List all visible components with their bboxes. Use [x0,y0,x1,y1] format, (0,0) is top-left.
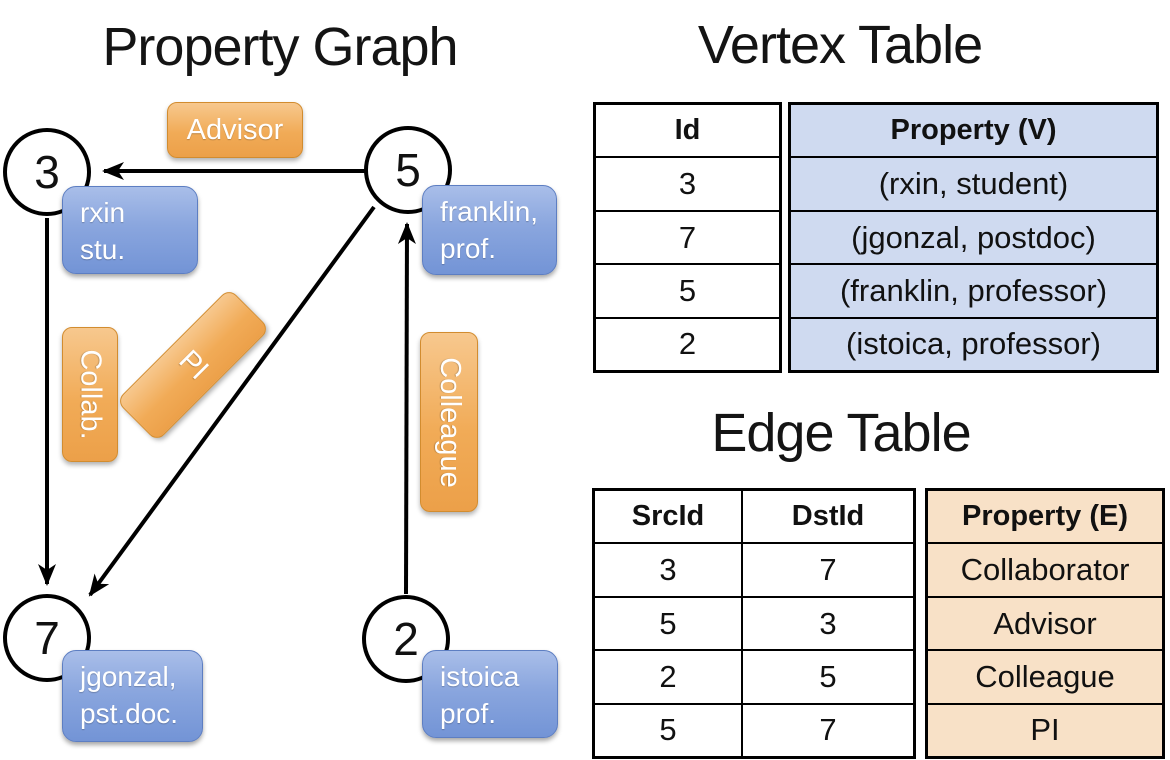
edge-table-dst-cell: 7 [819,552,837,588]
edge-label-colleague: Colleague [420,332,478,512]
vertex-property-line: pst.doc. [80,697,179,729]
node-label: 5 [395,144,421,196]
node-label: 2 [393,613,419,665]
vertex-property-line: franklin, [440,196,539,227]
edge-table-property-cell: PI [1030,712,1060,748]
edge-table-row: 2 5 [595,651,913,705]
edge-table-row: 3 7 [595,544,913,598]
vertex-table-id-cell: 5 [596,265,779,319]
vertex-property-line: prof. [440,697,497,729]
edge-table-dst-cell: 3 [819,605,837,641]
edge-table-property-header: Property (E) [928,491,1162,545]
vertex-table-id-cell: 3 [596,158,779,212]
edge-table-dstid-header: DstId [791,500,865,533]
edge-table-src-cell: 2 [595,651,743,703]
vertex-property-box-franklin: franklin, prof. [422,185,557,275]
vertex-table-id-column: Id 3 7 5 2 [593,102,782,373]
vertex-table-property-cell: (franklin, professor) [791,265,1156,319]
vertex-property-line: istoica [440,661,520,692]
property-graph-title: Property Graph [102,17,458,77]
vertex-node-5: 5 [364,126,452,214]
edge-table-property-cell: Colleague [928,651,1162,705]
edge-label-text: Colleague [433,356,466,488]
edge-table-header-row: SrcId DstId [595,491,913,545]
edge-table-row: 5 3 [595,597,913,652]
vertex-table-id-cell: 7 [596,212,779,266]
edge-label-text: Advisor [186,113,284,146]
vertex-property-line: jgonzal, [80,661,177,692]
vertex-table-property-column: Property (V) (rxin, student) (jgonzal, p… [788,102,1159,373]
edge-label-collab: Collab. [62,327,118,462]
edge-table-row: 5 7 [595,704,913,757]
edge-label-text: PI [172,343,215,386]
vertex-table-property-cell: (rxin, student) [791,158,1156,212]
graph-edges-layer [38,162,416,597]
edge-2-to-5-colleague [397,222,416,595]
edge-table-src-cell: 5 [595,704,743,757]
vertex-table-title: Vertex Table [697,15,983,75]
vertex-property-box-istoica: istoica prof. [422,650,558,738]
vertex-table-property-cell: (istoica, professor) [846,326,1101,362]
edge-table-property-cell: Collaborator [928,544,1162,598]
vertex-property-line: rxin [80,197,126,228]
edge-table-src-cell: 3 [595,544,743,596]
node-label: 7 [34,612,60,664]
node-label: 3 [34,146,60,198]
edge-table-title: Edge Table [711,403,971,463]
edge-table-dst-cell: 5 [819,658,837,694]
vertex-property-box-rxin: rxin stu. [62,186,198,274]
vertex-table-id-header: Id [596,105,779,159]
vertex-property-line: prof. [440,232,497,264]
edge-table-property-cell: Advisor [928,598,1162,652]
vertex-table-property-cell: (jgonzal, postdoc) [791,212,1156,266]
vertex-property-box-jgonzal: jgonzal, pst.doc. [62,650,203,742]
edge-label-text: Collab. [74,349,107,440]
vertex-node-2: 2 [362,595,450,683]
vertex-table-property-header: Property (V) [791,105,1156,159]
edge-table-dst-cell: 7 [819,712,837,748]
vertex-table-id-cell: 2 [678,326,697,362]
vertex-property-line: stu. [80,233,126,265]
edge-5-to-7-pi [88,205,376,597]
edge-table-srcid-header: SrcId [595,491,743,543]
edge-table-property-column: Property (E) Collaborator Advisor Collea… [925,488,1165,759]
edge-label-advisor: Advisor [167,102,303,158]
edge-table-src-cell: 5 [595,597,743,650]
edge-table-id-columns: SrcId DstId 3 7 5 3 2 5 5 7 [592,488,916,759]
